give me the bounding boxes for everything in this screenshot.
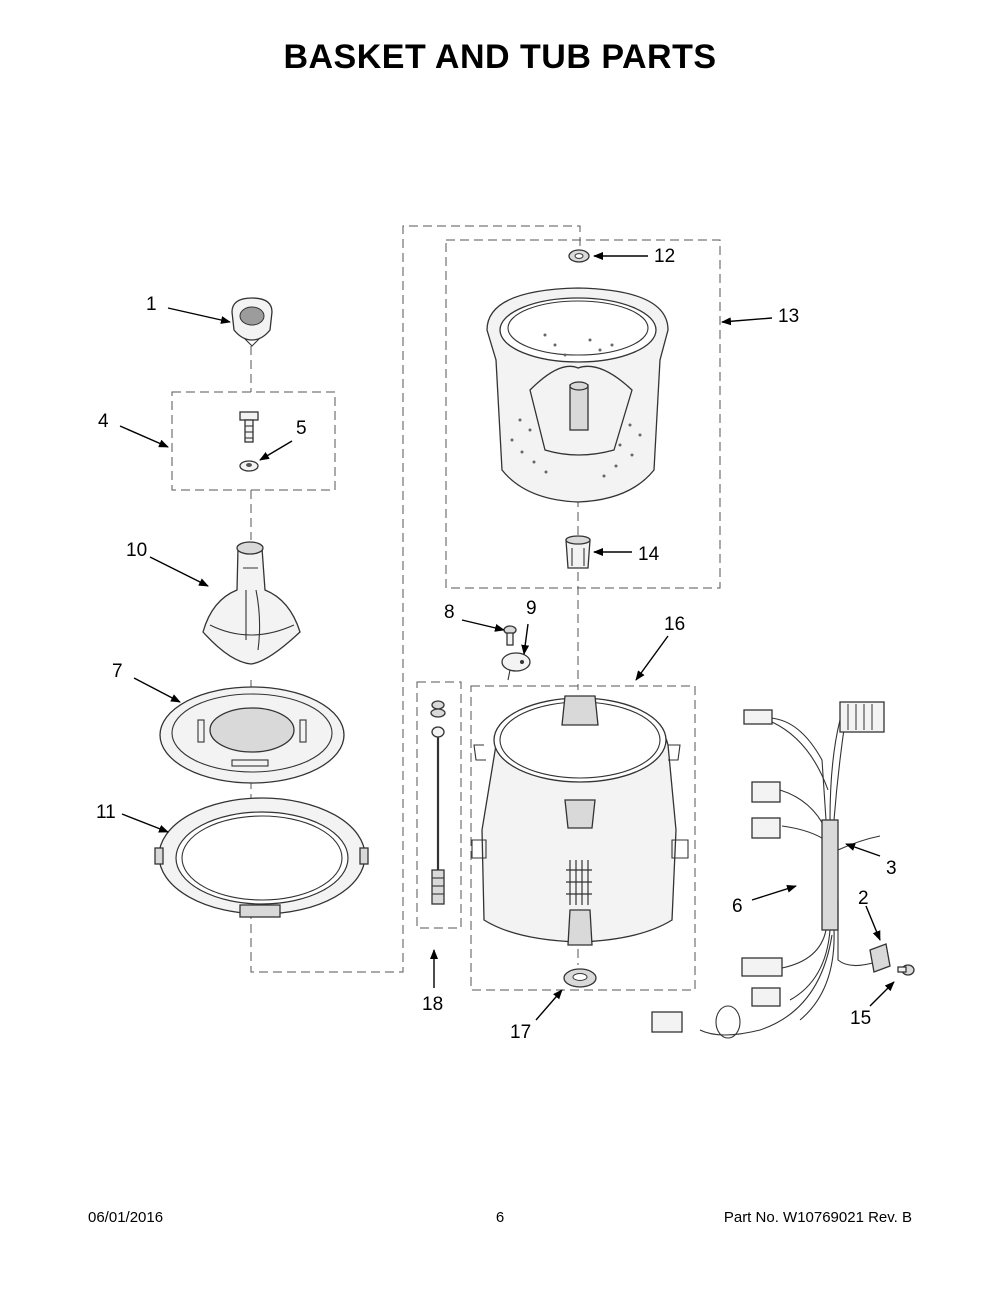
page-title: BASKET AND TUB PARTS <box>283 38 717 76</box>
connector-a <box>743 709 773 725</box>
part-16-tub <box>471 695 689 946</box>
callout-14: 14 <box>638 544 660 565</box>
callout-1: 1 <box>146 294 157 315</box>
leader-arrows <box>119 252 895 1021</box>
callout-8: 8 <box>444 602 455 623</box>
callout-6: 6 <box>732 896 743 917</box>
part-4-bolt <box>239 411 259 443</box>
part-7-plate <box>159 686 345 784</box>
callout-9: 9 <box>526 598 537 619</box>
group-16-outline <box>470 685 696 991</box>
callout-2: 2 <box>858 888 869 909</box>
callout-5: 5 <box>296 418 307 439</box>
connector-g <box>651 1011 683 1033</box>
callout-7: 7 <box>112 661 123 682</box>
group-13-outline <box>445 239 721 589</box>
callout-11: 11 <box>96 802 116 823</box>
part-9-clip <box>501 652 531 681</box>
callout-17: 17 <box>510 1022 531 1043</box>
part-1-cap <box>231 297 273 347</box>
part-15-screw <box>897 964 915 976</box>
part-2-clip <box>869 943 891 973</box>
part-18-hose <box>430 700 446 905</box>
connector-c <box>751 781 781 803</box>
group-4-outline <box>171 391 336 491</box>
callout-12: 12 <box>654 246 675 267</box>
assembly-bracket-line <box>250 225 581 973</box>
callout-16: 16 <box>664 614 685 635</box>
connector-b <box>839 701 885 733</box>
part-11-ring <box>154 797 369 918</box>
callout-3: 3 <box>886 858 897 879</box>
footer-page-number: 6 <box>495 1209 505 1226</box>
callout-13: 13 <box>778 306 799 327</box>
callout-labels: 1 2 3 4 5 6 7 8 9 10 11 12 13 14 15 16 1… <box>96 246 897 1043</box>
connector-e <box>741 957 783 977</box>
callout-15: 15 <box>850 1008 871 1029</box>
footer-date: 06/01/2016 <box>88 1209 164 1226</box>
part-13-basket <box>486 287 669 503</box>
part-6-wire-harness <box>651 701 885 1039</box>
callout-18: 18 <box>422 994 443 1015</box>
callout-10: 10 <box>126 540 147 561</box>
callout-4: 4 <box>98 411 109 432</box>
part-5-washer <box>239 460 259 472</box>
connector-d <box>751 817 781 839</box>
part-17-seal <box>563 968 597 988</box>
group-18-outline <box>416 681 462 929</box>
part-14-coupler <box>565 535 591 569</box>
assembly-outlines <box>171 225 721 991</box>
connector-f <box>751 987 781 1007</box>
part-12-seal <box>568 249 590 263</box>
footer-part-number: Part No. W10769021 Rev. B <box>723 1209 912 1226</box>
part-8-screw <box>503 625 517 646</box>
part-10-impeller <box>202 541 301 665</box>
